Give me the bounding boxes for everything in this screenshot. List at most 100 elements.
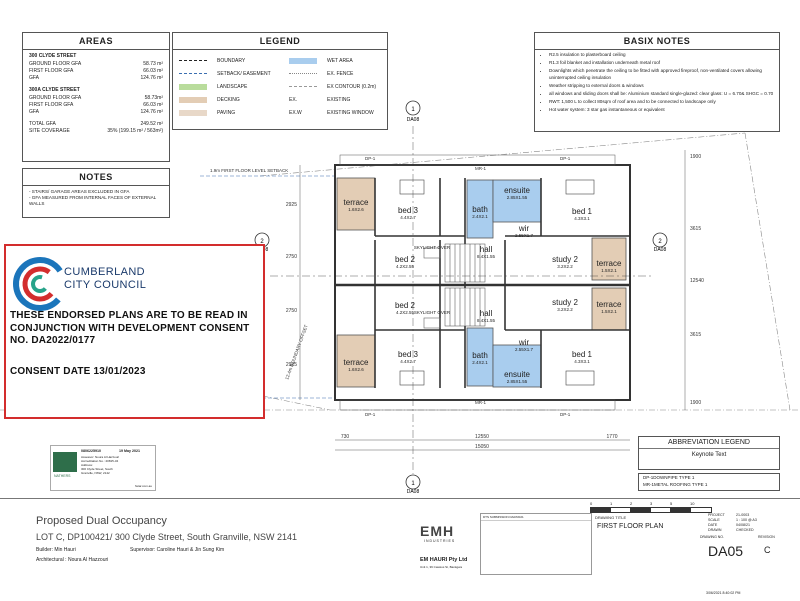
area-label: TOTAL GFA — [29, 121, 56, 127]
legend-title: LEGEND — [173, 33, 387, 50]
section-marker-bottom[interactable]: 1 DA08 — [405, 474, 421, 495]
dimension-label: 12540 — [690, 278, 704, 284]
drawing-title-label: DRAWING TITLE — [595, 515, 627, 520]
supervisor: Supervisor: Caroline Hauri & Jin Sung Ki… — [130, 547, 225, 553]
nathers-logo-text: NATHERS — [54, 474, 71, 478]
room-name-study-top: study 2 — [552, 255, 578, 264]
project-title: Proposed Dual Occupancy — [36, 515, 167, 527]
area-value: 124.76 m² — [140, 109, 163, 115]
cert-line: 300 Clyde Street, South — [81, 467, 113, 471]
legend-label: DECKING — [217, 96, 240, 103]
terrace-top-left — [336, 177, 376, 231]
legend-item: DECKING — [173, 93, 283, 106]
room-name-bed3-bot: bed 3 — [398, 350, 419, 359]
basix-item: RWT: 1,500 L to collect 80sqm of roof ar… — [549, 99, 779, 105]
room-name-wir-top: wir — [518, 224, 530, 233]
revisions-table: DTS SUBMISSION DA0/6/021 — [480, 513, 592, 575]
room-size-ensuite-top: 2.85X1.55 — [507, 195, 528, 200]
section-marker-left-number: 2 — [260, 239, 264, 245]
section-marker-right-tag: DA08 — [654, 247, 667, 253]
company-logo: EMH — [420, 523, 455, 539]
keynote-tag: DP-1 — [560, 412, 571, 417]
basix-item: Weather stripping to external doors & wi… — [549, 83, 779, 89]
terrace-bottom-left — [336, 334, 376, 388]
basix-panel: BASIX NOTES R2.5 insulation to plasterbo… — [534, 32, 780, 132]
legend-swatch — [179, 83, 207, 90]
area-label: FIRST FLOOR GFA — [29, 68, 74, 74]
company-tag: INDUSTRIES — [424, 539, 456, 543]
scale-mark: 0 — [590, 501, 593, 506]
legend-label: EX CONTOUR (0.2m) — [327, 83, 377, 90]
scale-bar-segment — [650, 507, 672, 513]
scale-bar-segment — [610, 507, 632, 513]
offset-note: 12.4m BOUNDARY OFFSET — [284, 324, 309, 381]
basix-item: all windows and sliding doors shall be: … — [549, 91, 779, 97]
architectural: Architectural : Noura Al Hazzouri — [36, 557, 109, 563]
room-name-wir-bot: wir — [518, 338, 530, 347]
legend-swatch — [179, 96, 207, 103]
terrace-top-right — [591, 237, 627, 281]
room-size-hall-top: 8.4X1.55 — [477, 254, 496, 259]
legend-label: SETBACK/ EASEMENT — [217, 70, 271, 77]
bath-top — [466, 179, 494, 239]
section-marker-right-number: 2 — [658, 239, 662, 245]
room-name-bath-bot: bath — [472, 351, 488, 360]
room-size-wir-bot: 2.55X1.7 — [515, 347, 534, 352]
area-label: GFA — [29, 109, 40, 115]
legend-item: WET AREA — [283, 54, 387, 67]
legend-swatch — [289, 86, 317, 87]
drawing-title: FIRST FLOOR PLAN — [597, 523, 664, 530]
legend-label: PAVING — [217, 109, 236, 116]
dimension-label: 2750 — [286, 254, 297, 260]
roof-eave-bottom — [339, 399, 616, 411]
abbreviation-row: DP-1DOWNPIPE TYPE 1 — [643, 475, 695, 480]
cert-url: hstar.com.au — [134, 484, 152, 488]
area-value: 66.03 m² — [143, 102, 163, 108]
company-address: Unit 1, 39 Cassius St, Bankgwa — [420, 565, 463, 569]
legend-label: EXISTING WINDOW — [327, 109, 374, 116]
room-size-bed3-bot: 4.4X2.7 — [400, 359, 416, 364]
scale-bar-segment — [690, 507, 712, 513]
room-size-bed3-top: 4.4X2.7 — [400, 215, 416, 220]
basix-title: BASIX NOTES — [535, 33, 779, 50]
keynote-tag: DP-1 — [560, 156, 571, 161]
cert-line: Accreditation No.: 20815-34 — [81, 459, 119, 463]
area-value: 58.73m² — [144, 95, 163, 101]
room-name-bed1-bot: bed 1 — [572, 350, 593, 359]
room-size-bath-top: 2.4X2.1 — [472, 214, 488, 219]
area-value: 124.76 m² — [140, 75, 163, 81]
company-name: EM HAURI Pty Ltd — [420, 557, 468, 563]
room-size-terrace-tl: 1.6X2.6 — [348, 207, 364, 212]
abbreviation-title: ABBREVIATION LEGEND — [639, 437, 779, 449]
note-item: - STAIRS/ GARAGE AREAS EXCLUDED IN GFA — [29, 189, 130, 194]
title-block: Proposed Dual Occupancy LOT C, DP100421/… — [0, 498, 800, 601]
meta-label: PROJECT — [708, 513, 725, 517]
scale-mark: 2 — [630, 501, 633, 506]
legend-swatch — [179, 109, 207, 116]
dimension-label: 3615 — [690, 332, 701, 338]
room-size-wir-top: 2.55X1.7 — [515, 233, 534, 238]
meta-label: SCALE — [708, 518, 720, 522]
section-marker-top[interactable]: 1 DA08 — [405, 100, 421, 123]
room-name-bed3-top: bed 3 — [398, 206, 419, 215]
legend-label: EXISTING — [327, 96, 351, 103]
areas-title: AREAS — [23, 33, 169, 50]
scale-mark: 1 — [610, 501, 613, 506]
ensuite-top — [492, 179, 542, 223]
drawing-number: DA05 — [708, 543, 744, 559]
legend-label: BOUNDARY — [217, 57, 246, 64]
legend-swatch: EX.W — [289, 110, 317, 116]
section-marker-right[interactable]: 2 DA08 — [652, 232, 668, 253]
room-size-bed1-top: 4.3X3.1 — [574, 216, 590, 221]
abbreviation-legend: ABBREVIATION LEGEND Keynote Text — [638, 436, 780, 470]
room-name-bed2-top: bed 2 — [395, 255, 416, 264]
cert-line: Assessor: Noura Al Hazzouri — [81, 455, 120, 459]
keynote-tag: MR-1 — [475, 400, 486, 405]
cert-date: 19 May 2021 — [119, 449, 140, 453]
legend-code: EX. — [289, 96, 298, 103]
